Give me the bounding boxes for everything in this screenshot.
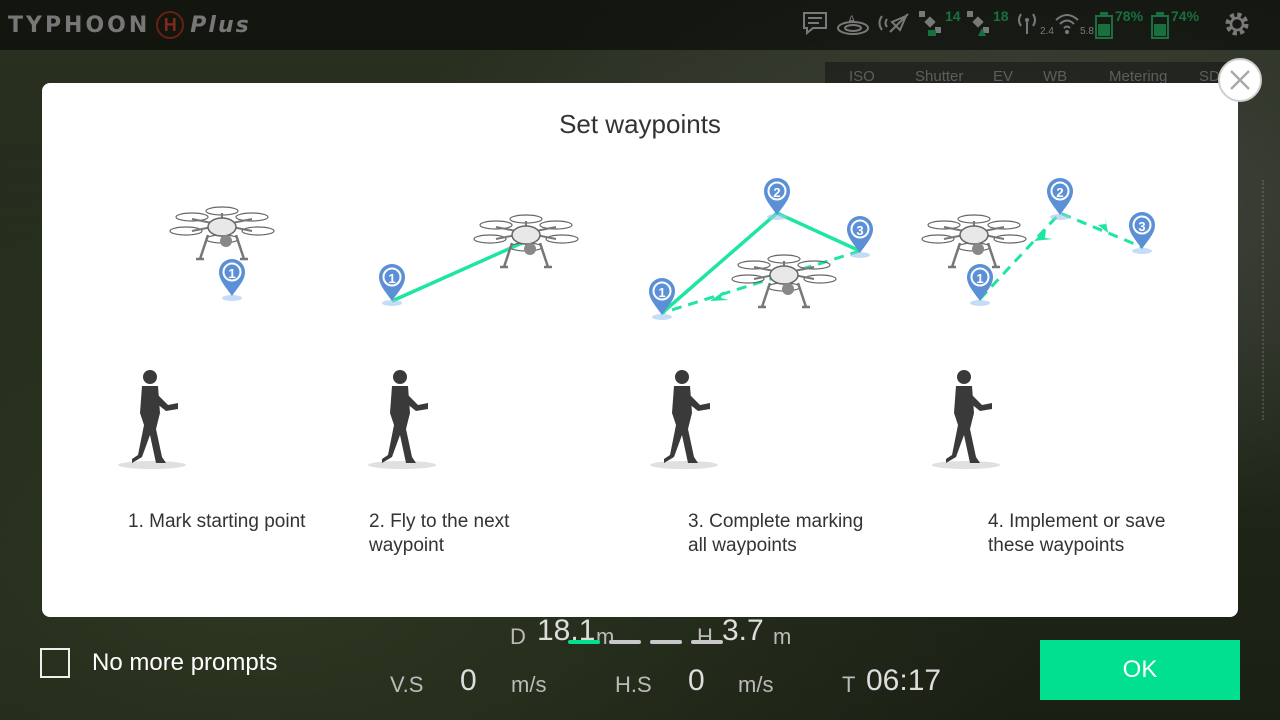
- tab-iso[interactable]: ISO: [849, 68, 875, 85]
- step-4-caption: 4. Implement or save these waypoints: [988, 510, 1165, 558]
- wifi-58-label: 5.8: [1080, 26, 1094, 37]
- page-dot: [609, 640, 641, 644]
- tab-ev[interactable]: EV: [993, 68, 1014, 85]
- height-value: 3.7: [722, 614, 764, 647]
- tab-wb[interactable]: WB: [1043, 68, 1068, 85]
- logo-badge: H: [156, 11, 185, 39]
- ok-button[interactable]: OK: [1040, 640, 1240, 700]
- step-1-line-1: 1. Mark starting point: [128, 511, 306, 532]
- tab-sd[interactable]: SD: [1199, 68, 1220, 85]
- pin-label: 2: [1056, 185, 1063, 200]
- altitude-rail: [1262, 180, 1265, 420]
- no-more-prompts-toggle[interactable]: No more prompts: [40, 648, 277, 678]
- page-dot: [691, 640, 723, 644]
- step-2-line-1: 2. Fly to the next: [369, 511, 510, 532]
- path-arrow: [710, 291, 729, 301]
- signal-24-label: 2.4: [1040, 26, 1054, 37]
- planned-path: [978, 211, 1143, 301]
- no-more-prompts-checkbox[interactable]: [40, 648, 70, 678]
- step-2-line-2: waypoint: [369, 535, 444, 556]
- pilot-figure-4: [932, 370, 1000, 469]
- vertical-speed-label: V.S: [390, 672, 424, 697]
- close-icon: [1230, 70, 1250, 90]
- pin-label: 1: [976, 271, 983, 286]
- step-3-line-1: 3. Complete marking: [688, 511, 864, 532]
- gps-count: 14: [945, 8, 961, 24]
- path-arrow: [1034, 229, 1053, 241]
- step-3-caption: 3. Complete marking all waypoints: [688, 510, 863, 558]
- glonass-satellite-icon: 18: [966, 8, 1009, 38]
- logo-text-right: Plus: [190, 12, 251, 38]
- no-more-prompts-label: No more prompts: [92, 649, 278, 676]
- glonass-count: 18: [993, 8, 1009, 24]
- pin-label: 1: [228, 266, 235, 281]
- pilot-figure-3: [650, 370, 718, 469]
- svg-text:A: A: [848, 14, 856, 26]
- page-indicator: [568, 640, 723, 644]
- controller-battery-value: 74%: [1171, 8, 1200, 24]
- logo-text-left: TYPHOON: [8, 12, 151, 38]
- pin-label: 2: [773, 185, 780, 200]
- step-3-line-2: all waypoints: [688, 535, 797, 556]
- tutorial-illustrations: 1 1 1 2 3 1 2 3: [118, 177, 1156, 469]
- pin-label: 3: [1138, 219, 1145, 234]
- wifi-58-icon: 5.8: [1054, 8, 1094, 38]
- horizontal-speed-label: H.S: [615, 672, 652, 697]
- close-dialog-button[interactable]: [1218, 58, 1262, 102]
- page-dot: [650, 640, 682, 644]
- controller-battery-icon: 74%: [1150, 8, 1199, 40]
- return-path: [661, 249, 861, 315]
- pin-label: 1: [388, 271, 395, 286]
- step-4-line-2: these waypoints: [988, 535, 1125, 556]
- dialog-title: Set waypoints: [559, 109, 721, 139]
- drone-illustration-4: [920, 213, 1028, 269]
- step-2-caption: 2. Fly to the next waypoint: [369, 510, 509, 558]
- vertical-speed-unit: m/s: [511, 672, 547, 697]
- height-unit: m: [773, 624, 792, 649]
- tab-shutter[interactable]: Shutter: [915, 68, 964, 85]
- flight-path: [660, 210, 861, 315]
- settings-gear-icon[interactable]: [1222, 9, 1252, 39]
- horizontal-speed-unit: m/s: [738, 672, 774, 697]
- distance-unit: m: [596, 624, 615, 649]
- page-dot: [568, 640, 600, 644]
- distance-label: D: [510, 624, 526, 649]
- vertical-speed-value: 0: [460, 664, 477, 697]
- height-label: H: [697, 624, 713, 649]
- top-status-bar: TYPHOON H Plus A 14 18 2.4 5.8 78% 74%: [0, 0, 1280, 50]
- tab-metering[interactable]: Metering: [1109, 68, 1168, 85]
- horizontal-speed-value: 0: [688, 664, 705, 697]
- drone-illustration-1: [168, 205, 276, 261]
- waypoint-tutorial-dialog: Set waypoints: [42, 83, 1238, 617]
- no-signal-icon: [876, 8, 912, 38]
- flight-path: [391, 241, 523, 303]
- step-1-caption: 1. Mark starting point: [128, 510, 305, 534]
- pin-label: 1: [658, 285, 665, 300]
- flight-time-label: T: [842, 672, 856, 697]
- message-icon[interactable]: [800, 8, 830, 38]
- drone-battery-icon: 78%: [1094, 8, 1143, 40]
- pin-label: 3: [856, 223, 863, 238]
- gps-satellite-icon: 14: [918, 8, 961, 38]
- flight-time-value: 06:17: [866, 664, 942, 697]
- step-4-line-1: 4. Implement or save: [988, 511, 1166, 532]
- path-arrow: [1098, 216, 1108, 233]
- drone-battery-value: 78%: [1115, 8, 1144, 24]
- pilot-figure-1: [118, 370, 186, 469]
- flight-mode-icon: A: [836, 8, 870, 38]
- app-logo: TYPHOON H Plus: [8, 9, 251, 41]
- signal-24-icon: 2.4: [1014, 8, 1054, 38]
- pilot-figure-2: [368, 370, 436, 469]
